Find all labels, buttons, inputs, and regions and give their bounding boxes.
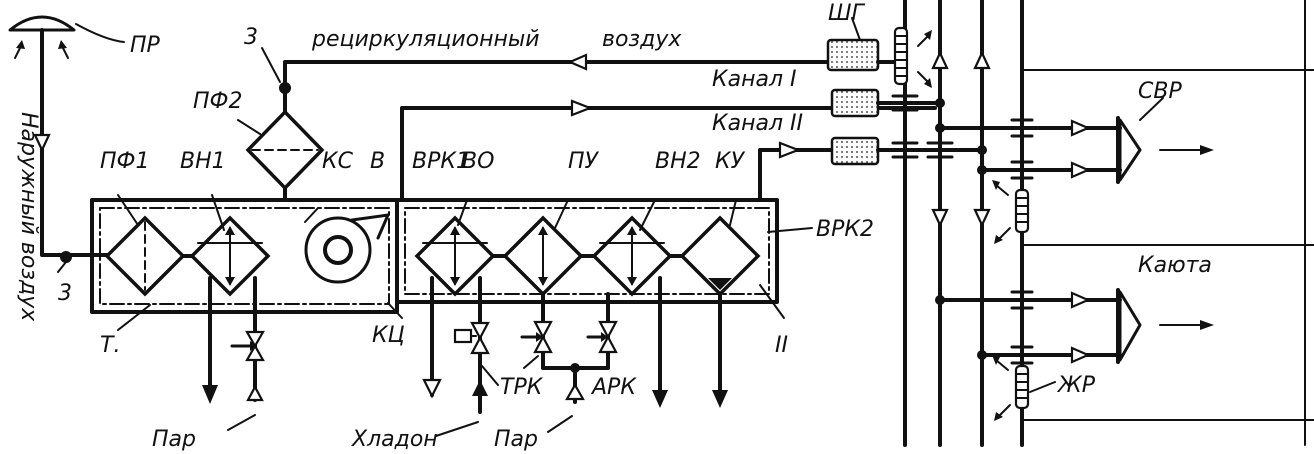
label-kc: КЦ bbox=[372, 323, 405, 348]
filter-pf1 bbox=[104, 194, 186, 297]
recirculation-duct bbox=[261, 47, 902, 117]
label-ii: II bbox=[775, 333, 788, 358]
label-vrk2: ВРК2 bbox=[816, 217, 874, 242]
distribution-risers bbox=[876, 0, 1314, 447]
heater-vn1 bbox=[189, 194, 271, 431]
cooler-vo bbox=[414, 199, 499, 437]
label-zhr: ЖР bbox=[1056, 373, 1096, 398]
filter-pf2 bbox=[237, 109, 325, 191]
label-ks: КС bbox=[322, 149, 354, 174]
label-svr: СВР bbox=[1138, 79, 1182, 104]
label-ku: КУ bbox=[715, 149, 746, 174]
labels: ПР Наружный воздух 3 3 ПФ2 рециркуляцион… bbox=[16, 1, 1212, 452]
label-pf1: ПФ1 bbox=[100, 149, 149, 174]
dampers bbox=[893, 26, 1056, 421]
label-outside-air: Наружный воздух bbox=[16, 112, 41, 322]
label-v: В bbox=[370, 149, 385, 174]
air-intake-hood bbox=[8, 15, 125, 273]
silencers bbox=[826, 17, 880, 166]
label-pr: ПР bbox=[130, 33, 161, 58]
label-pu: ПУ bbox=[568, 149, 600, 174]
label-kanal2: Канал II bbox=[712, 111, 803, 136]
label-vrk1: ВРК1 bbox=[412, 149, 470, 174]
label-vozduh: воздух bbox=[602, 27, 682, 52]
label-vo: ВО bbox=[462, 149, 494, 174]
label-par-left: Пар bbox=[152, 427, 196, 452]
label-ark: АРК bbox=[590, 375, 637, 400]
droplet-eliminator-ku bbox=[679, 199, 761, 408]
air-path bbox=[93, 253, 684, 258]
label-kayuta: Каюта bbox=[1138, 253, 1212, 278]
label-trk: ТРК bbox=[500, 375, 544, 400]
label-kanal1: Канал I bbox=[712, 67, 797, 92]
label-par-mid: Пар bbox=[494, 427, 538, 452]
heater-vn2 bbox=[591, 199, 673, 408]
label-vn2: ВН2 bbox=[655, 149, 701, 174]
humidifier-pu bbox=[502, 199, 618, 433]
label-recirc: рециркуляционный bbox=[311, 27, 540, 52]
label-hladon: Хладон bbox=[351, 427, 438, 452]
label-z-top: 3 bbox=[244, 25, 258, 50]
label-shg: ШГ bbox=[828, 1, 866, 26]
label-vn1: ВН1 bbox=[180, 149, 226, 174]
label-t: Т. bbox=[100, 333, 120, 358]
label-z-left: 3 bbox=[58, 281, 72, 306]
fan-v bbox=[304, 213, 390, 284]
label-pf2: ПФ2 bbox=[193, 89, 242, 114]
